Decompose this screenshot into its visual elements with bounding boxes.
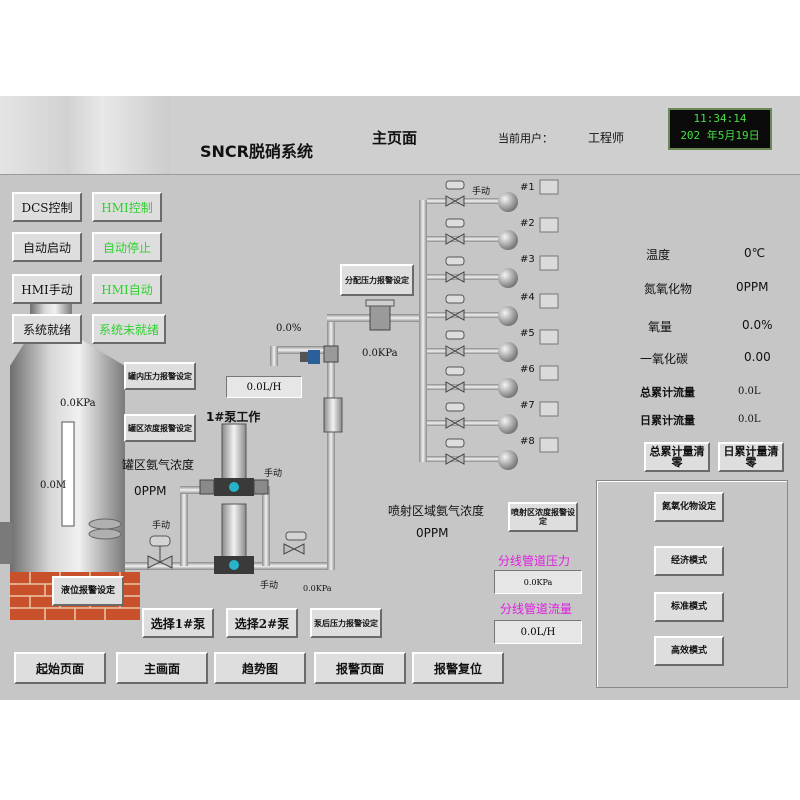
injector-1-label: #1 xyxy=(520,182,535,193)
inner-pressure-alarm-button[interactable]: 罐内压力报警设定 xyxy=(124,362,196,390)
nav-alarm-reset-button[interactable]: 报警复位 xyxy=(412,652,504,684)
hmi-manual-button[interactable]: HMI手动 xyxy=(12,274,82,304)
select-pump1-button[interactable]: 选择1#泵 xyxy=(142,608,214,638)
temperature-label: 温度 xyxy=(646,248,671,262)
branch-flow-display: 0.0L/H xyxy=(494,620,582,644)
current-user-name: 工程师 xyxy=(588,131,625,145)
spray-concentration-label: 喷射区域氨气浓度 xyxy=(388,504,485,518)
total-flow-clear-button[interactable]: 总累计量清零 xyxy=(644,442,710,472)
post-pump-pressure-alarm-button[interactable]: 泵后压力报警设定 xyxy=(310,608,382,638)
tank-concentration-value: 0PPM xyxy=(134,484,167,498)
injector-6-label: #6 xyxy=(520,364,535,375)
total-flow-label: 总累计流量 xyxy=(640,386,695,399)
nox-label: 氮氧化物 xyxy=(644,282,693,296)
spray-concentration-value: 0PPM xyxy=(416,526,449,540)
temperature-value: 0℃ xyxy=(744,246,766,260)
pump-graphics xyxy=(199,423,269,574)
oxygen-label: 氧量 xyxy=(648,320,673,334)
nav-main-screen-button[interactable]: 主画面 xyxy=(116,652,208,684)
co-label: 一氧化碳 xyxy=(640,352,689,366)
nox-value: 0PPM xyxy=(736,280,769,294)
tank-level-value: 0.0M xyxy=(40,480,67,491)
distribution-pressure-alarm-button[interactable]: 分配压力报警设定 xyxy=(340,264,414,296)
injector-manual-label: 手动 xyxy=(472,187,491,197)
injector-5-label: #5 xyxy=(520,328,535,339)
nav-start-page-button[interactable]: 起始页面 xyxy=(14,652,106,684)
injector-3-label: #3 xyxy=(520,254,535,265)
oxygen-value: 0.0% xyxy=(742,318,773,332)
pump1-status: 1#泵工作 xyxy=(206,410,261,424)
logo-area xyxy=(0,96,170,174)
branch-pressure-display: 0.0KPa xyxy=(494,570,582,594)
daily-flow-value: 0.0L xyxy=(738,414,761,425)
hmi-control-button[interactable]: HMI控制 xyxy=(92,192,162,222)
injector-7-label: #7 xyxy=(520,400,535,411)
dcs-control-button[interactable]: DCS控制 xyxy=(12,192,82,222)
settings-panel xyxy=(596,480,788,688)
clock-time: 11:34:14 xyxy=(693,112,747,125)
system-not-ready-button[interactable]: 系统未就绪 xyxy=(92,314,166,344)
tank-valve-manual-label: 手动 xyxy=(152,521,171,531)
system-title: SNCR脱硝系统 xyxy=(200,142,313,161)
page-title: 主页面 xyxy=(372,129,418,147)
branch-flow-label: 分线管道流量 xyxy=(500,602,573,616)
daily-flow-clear-button[interactable]: 日累计量清零 xyxy=(718,442,784,472)
eco-mode-button[interactable]: 经济模式 xyxy=(654,546,724,576)
pump-outlet-pressure: 0.0KPa xyxy=(303,584,332,593)
system-ready-button[interactable]: 系统就绪 xyxy=(12,314,82,344)
pump1-manual-label: 手动 xyxy=(264,469,283,479)
nav-alarm-page-button[interactable]: 报警页面 xyxy=(314,652,406,684)
injector-2-label: #2 xyxy=(520,218,535,229)
tank-concentration-label: 罐区氨气浓度 xyxy=(122,458,195,472)
nox-setting-button[interactable]: 氮氧化物设定 xyxy=(654,492,724,522)
auto-stop-button[interactable]: 自动停止 xyxy=(92,232,162,262)
standard-mode-button[interactable]: 标准模式 xyxy=(654,592,724,622)
area-concentration-alarm-button[interactable]: 罐区浓度报警设定 xyxy=(124,414,196,442)
pump2-manual-label: 手动 xyxy=(260,581,279,591)
auto-start-button[interactable]: 自动启动 xyxy=(12,232,82,262)
clock-date: 202 年5月19日 xyxy=(680,129,760,142)
injector-4-label: #4 xyxy=(520,292,535,303)
daily-flow-label: 日累计流量 xyxy=(640,414,695,427)
high-efficiency-mode-button[interactable]: 高效模式 xyxy=(654,636,724,666)
current-user-label: 当前用户： xyxy=(498,132,553,145)
header-bar: SNCR脱硝系统 主页面 当前用户： 工程师 11:34:14 202 年5月1… xyxy=(0,96,800,175)
total-flow-value: 0.0L xyxy=(738,386,761,397)
hmi-screen: SNCR脱硝系统 主页面 当前用户： 工程师 11:34:14 202 年5月1… xyxy=(0,96,800,700)
distribution-pressure-value: 0.0KPa xyxy=(362,348,398,359)
hmi-auto-button[interactable]: HMI自动 xyxy=(92,274,162,304)
main-flow-display: 0.0L/H xyxy=(226,376,302,398)
branch-pressure-label: 分线管道压力 xyxy=(498,554,571,568)
clock-display: 11:34:14 202 年5月19日 xyxy=(668,108,772,150)
select-pump2-button[interactable]: 选择2#泵 xyxy=(226,608,298,638)
valve-graphics xyxy=(147,299,395,569)
valve-opening-percent: 0.0% xyxy=(276,323,302,334)
nav-trend-button[interactable]: 趋势图 xyxy=(214,652,306,684)
tank-pressure-value: 0.0KPa xyxy=(60,398,96,409)
level-alarm-button[interactable]: 液位报警设定 xyxy=(52,576,124,606)
spray-concentration-alarm-button[interactable]: 喷射区浓度报警设定 xyxy=(508,502,578,532)
injector-rows xyxy=(427,180,518,470)
co-value: 0.00 xyxy=(744,350,771,364)
injector-8-label: #8 xyxy=(520,436,535,447)
